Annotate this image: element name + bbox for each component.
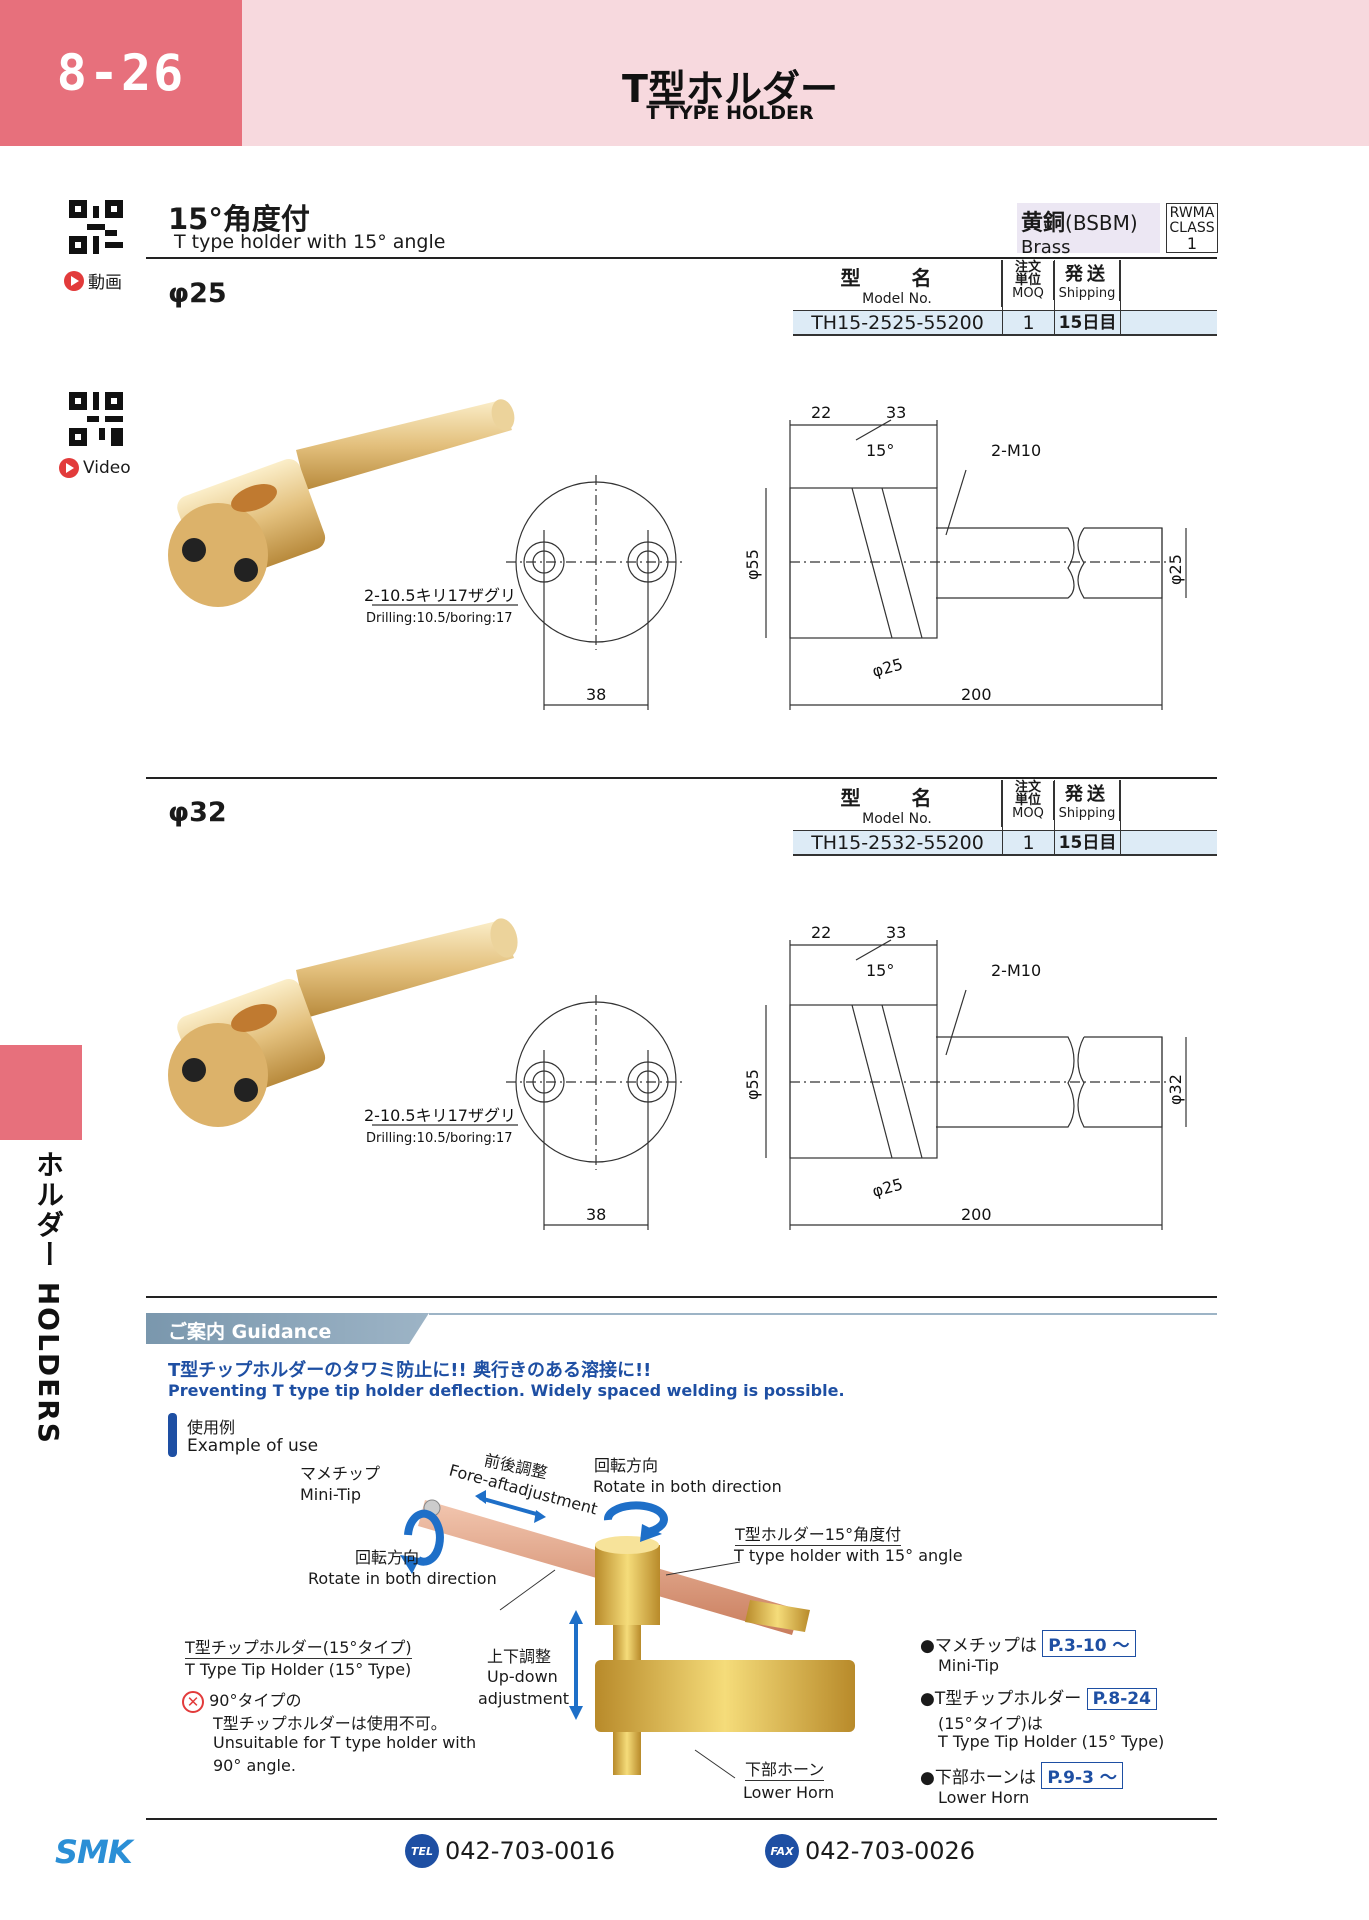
page-header: 8-26 T型ホルダー T TYPE HOLDER (0, 0, 1369, 146)
t-holder-body (595, 1545, 660, 1625)
divider (146, 257, 1217, 259)
divider (146, 1296, 1217, 1298)
fore-aft-arrow-icon (475, 1490, 546, 1523)
drill-note-en: Drilling:10.5/boring:17 (366, 1131, 513, 1146)
drill-note-jp: 2-10.5キリ17ザグリ (364, 1106, 516, 1125)
dim-d1: 22 (811, 403, 831, 422)
material-box: 黄銅(BSBM) Brass (1017, 203, 1160, 258)
dim-thread: 2-M10 (991, 441, 1041, 460)
dim-d1: 22 (811, 923, 831, 942)
dim-bore-dia: φ25 (870, 1175, 905, 1201)
product-render (168, 918, 518, 1127)
diameter-label: φ25 (168, 278, 227, 309)
side-view (765, 939, 1187, 1230)
dim-length: 200 (961, 1205, 992, 1224)
table-row[interactable]: TH15-2532-55200 1 15日目 (793, 830, 1217, 856)
section-subtitle: T type holder with 15° angle (174, 231, 446, 253)
play-icon (59, 458, 79, 478)
play-icon (64, 270, 84, 291)
qr-code-icon[interactable] (69, 200, 123, 254)
guidance-rule (429, 1313, 1217, 1315)
dim-angle: 15° (866, 441, 894, 460)
dim-d2: 33 (886, 923, 906, 942)
rotate-arrow-icon (604, 1501, 668, 1542)
dim-thread: 2-M10 (991, 961, 1041, 980)
product-drawing: 22 33 15° 2-M10 φ55 φ25 φ25 200 38 2-10.… (168, 399, 1187, 710)
dim-body-dia: φ55 (743, 1069, 762, 1100)
video-link-en[interactable]: Video (59, 458, 131, 478)
dim-pitch: 38 (586, 685, 606, 704)
drill-note-jp: 2-10.5キリ17ザグリ (364, 586, 516, 605)
table-row[interactable]: TH15-2525-55200 1 15日目 (793, 310, 1217, 336)
lower-horn-shape (595, 1660, 855, 1732)
dim-length: 200 (961, 685, 992, 704)
side-view (765, 419, 1187, 710)
product-drawing: 22 33 15° 2-M10 φ55 φ32 φ25 200 38 2-10.… (168, 918, 1187, 1230)
guidance-band: ご案内 Guidance (146, 1313, 429, 1344)
guidance-headline-en: Preventing T type tip holder deflection.… (168, 1381, 845, 1400)
page-subtitle: T TYPE HOLDER (646, 102, 814, 124)
page-ref-link[interactable]: P.8-24 (1086, 1688, 1157, 1710)
video-link-jp[interactable]: 動画 (64, 268, 122, 293)
fax-icon: FAX (765, 1834, 799, 1868)
dim-shank-dia: φ32 (1166, 1074, 1185, 1105)
page-ref-link[interactable]: P.3-10 〜 (1042, 1630, 1136, 1657)
section-title: 15°角度付 (168, 202, 310, 236)
company-logo: SMK (55, 1833, 133, 1871)
side-tab-marker (0, 1045, 82, 1140)
ref-lower-horn: ●下部ホーンは P.9-3 〜 (920, 1762, 1123, 1789)
rwma-class-box: RWMA CLASS 1 (1166, 203, 1218, 253)
example-label-jp: 使用例 (187, 1418, 236, 1437)
dim-body-dia: φ55 (743, 549, 762, 580)
phone-icon: TEL (405, 1834, 439, 1868)
end-view (372, 995, 686, 1230)
product-render (168, 399, 515, 607)
page-ref-link[interactable]: P.9-3 〜 (1041, 1762, 1123, 1789)
dim-pitch: 38 (586, 1205, 606, 1224)
ref-minitip: ●マメチップは P.3-10 〜 (920, 1630, 1136, 1657)
dim-d2: 33 (886, 403, 906, 422)
dim-shank-dia: φ25 (1166, 554, 1185, 585)
ref-tip-holder: ●T型チップホルダー P.8-24 (920, 1684, 1157, 1710)
usage-illustration (400, 1490, 855, 1779)
rotate-arrow-icon (400, 1509, 444, 1574)
example-marker (168, 1413, 177, 1457)
example-label-en: Example of use (187, 1436, 319, 1456)
side-tab-label: ホルダー HOLDERS (32, 1150, 65, 1445)
dim-bore-dia: φ25 (870, 655, 905, 681)
page-title: T型ホルダー (622, 67, 838, 111)
divider (146, 777, 1217, 779)
dim-angle: 15° (866, 961, 894, 980)
prohibited-icon: ✕ (182, 1690, 204, 1713)
up-down-arrow-icon (569, 1610, 583, 1720)
guidance-headline-jp: T型チップホルダーのタワミ防止に!! 奥行きのある溶接に!! (168, 1360, 652, 1381)
end-view (372, 475, 686, 710)
footer-rule (146, 1818, 1217, 1820)
page-number: 8-26 (0, 0, 242, 146)
diameter-label: φ32 (168, 797, 227, 828)
drill-note-en: Drilling:10.5/boring:17 (366, 611, 513, 626)
qr-code-icon[interactable] (69, 392, 123, 446)
